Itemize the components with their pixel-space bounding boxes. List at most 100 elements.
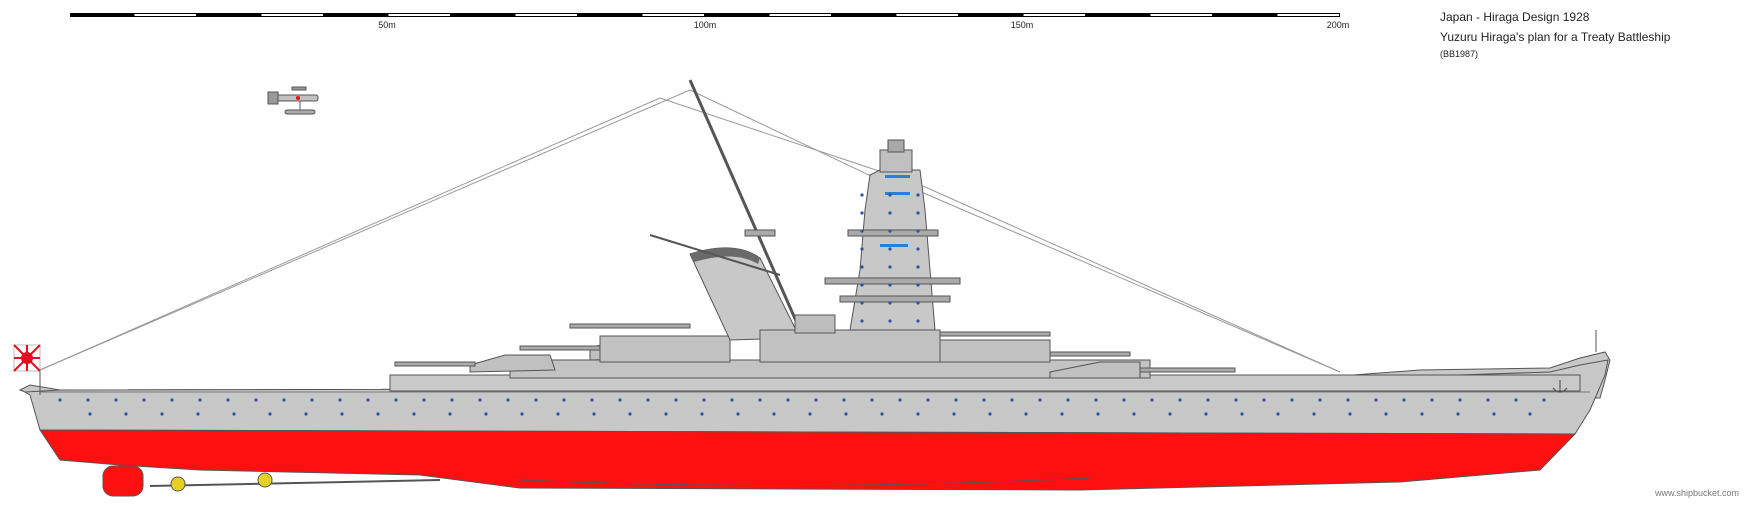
porthole <box>412 412 416 416</box>
porthole <box>664 412 668 416</box>
porthole <box>484 412 488 416</box>
porthole <box>758 398 762 402</box>
porthole <box>1456 412 1460 416</box>
porthole <box>916 193 920 197</box>
porthole <box>1542 398 1546 402</box>
hull-lower <box>39 429 1577 491</box>
searchlight-tower <box>794 314 836 334</box>
porthole <box>1010 398 1014 402</box>
porthole <box>1024 412 1028 416</box>
porthole <box>1094 398 1098 402</box>
scale-bar <box>70 13 1340 17</box>
porthole <box>888 265 892 269</box>
porthole <box>340 412 344 416</box>
mainmast <box>688 79 802 331</box>
porthole <box>88 412 92 416</box>
porthole <box>160 412 164 416</box>
porthole <box>1528 412 1532 416</box>
porthole <box>860 229 864 233</box>
scale-segment <box>388 14 450 16</box>
porthole <box>254 398 258 402</box>
porthole <box>1096 412 1100 416</box>
scale-tick-200m: 200m <box>1326 20 1350 30</box>
porthole <box>860 301 864 305</box>
mid-superstructure <box>759 329 941 363</box>
porthole <box>450 398 454 402</box>
porthole <box>1312 412 1316 416</box>
porthole <box>114 398 118 402</box>
porthole <box>772 412 776 416</box>
rising-sun-ensign <box>13 344 41 372</box>
anchor-icon <box>1552 380 1568 393</box>
porthole <box>196 412 200 416</box>
propeller-aft <box>170 476 186 492</box>
porthole <box>1234 398 1238 402</box>
aft-turret-1 <box>394 354 556 373</box>
aft-boat-deck <box>569 323 691 329</box>
bridge-deck-1 <box>847 229 939 237</box>
porthole <box>844 412 848 416</box>
aft-superstructure <box>599 335 731 363</box>
portholes <box>58 193 1546 416</box>
porthole <box>232 412 236 416</box>
porthole <box>926 398 930 402</box>
porthole <box>170 398 174 402</box>
porthole <box>888 283 892 287</box>
porthole <box>1348 412 1352 416</box>
porthole <box>814 398 818 402</box>
porthole <box>124 412 128 416</box>
rigging-lines <box>39 89 1341 373</box>
porthole <box>888 301 892 305</box>
porthole <box>376 412 380 416</box>
porthole <box>860 283 864 287</box>
porthole <box>1262 398 1266 402</box>
scale-segment <box>769 14 831 16</box>
porthole <box>888 211 892 215</box>
porthole <box>736 412 740 416</box>
fwd-turret-2 <box>1049 361 1236 379</box>
porthole <box>646 398 650 402</box>
porthole <box>916 283 920 287</box>
rudder <box>102 465 144 497</box>
porthole <box>1240 412 1244 416</box>
porthole <box>916 247 920 251</box>
porthole <box>58 398 62 402</box>
porthole <box>916 319 920 323</box>
porthole <box>1060 412 1064 416</box>
scale-segment <box>515 14 577 16</box>
porthole <box>534 398 538 402</box>
porthole <box>86 398 90 402</box>
fwd-boat-rack <box>939 331 1051 337</box>
title-line-2: Yuzuru Hiraga's plan for a Treaty Battle… <box>1440 30 1671 44</box>
porthole <box>954 398 958 402</box>
propeller-fwd <box>257 472 273 488</box>
porthole <box>860 211 864 215</box>
porthole <box>988 412 992 416</box>
porthole <box>1514 398 1518 402</box>
pagoda-top <box>879 149 913 173</box>
porthole <box>860 247 864 251</box>
porthole <box>982 398 986 402</box>
bridge-deck-2 <box>824 277 961 285</box>
scale-segment <box>1150 14 1212 16</box>
porthole <box>1290 398 1294 402</box>
porthole <box>860 193 864 197</box>
scale-segment <box>261 14 323 16</box>
porthole <box>592 412 596 416</box>
scale-segment <box>896 14 958 16</box>
porthole <box>842 398 846 402</box>
porthole <box>1430 398 1434 402</box>
porthole <box>506 398 510 402</box>
porthole <box>562 398 566 402</box>
bridge-window-2 <box>885 192 910 195</box>
rangefinder <box>887 139 905 153</box>
porthole <box>916 211 920 215</box>
porthole <box>1168 412 1172 416</box>
propeller-shaft <box>149 479 441 487</box>
scale-segment <box>1277 14 1339 16</box>
mainmast-platform <box>744 229 776 237</box>
porthole <box>628 412 632 416</box>
porthole <box>674 398 678 402</box>
